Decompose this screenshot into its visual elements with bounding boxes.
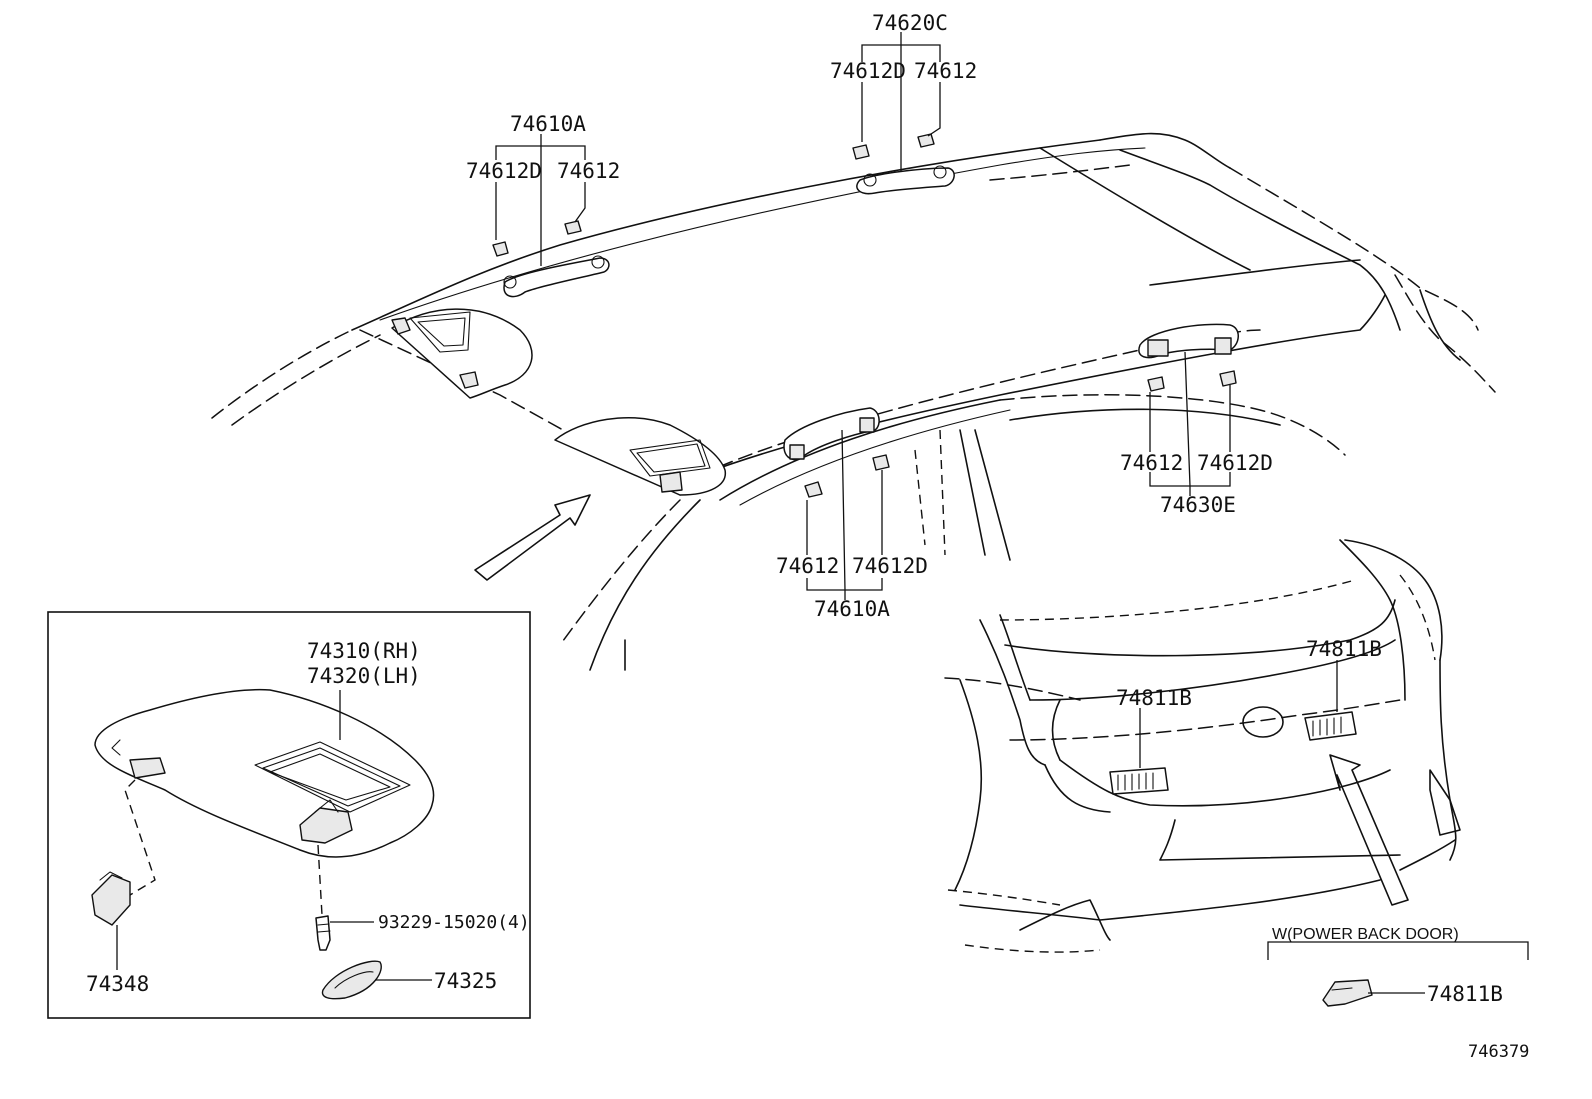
label-74630E: 74630E <box>1160 493 1236 517</box>
label-74612D-rear: 74612D <box>1197 451 1273 475</box>
sun-visor-left-small <box>391 308 533 399</box>
label-74612-rear: 74612 <box>1120 451 1183 475</box>
label-74612D-mid: 74612D <box>852 554 928 578</box>
label-74320: 74320(LH) <box>307 664 421 688</box>
assist-grip-rear-right <box>1138 323 1239 359</box>
label-74612D-top: 74612D <box>830 59 906 83</box>
label-74348: 74348 <box>86 972 149 996</box>
view-arrows <box>474 494 1409 906</box>
back-door-switches <box>1109 711 1357 795</box>
label-74811B-right: 74811B <box>1306 637 1382 661</box>
label-74610A-left: 74610A <box>510 112 586 136</box>
label-74612-mid: 74612 <box>776 554 839 578</box>
label-74610A-mid: 74610A <box>814 597 890 621</box>
label-74325: 74325 <box>434 969 497 993</box>
label-74811B-option: 74811B <box>1427 982 1503 1006</box>
label-74620C: 74620C <box>872 11 948 35</box>
label-74612-left: 74612 <box>557 159 620 183</box>
leader-lines <box>495 32 1338 768</box>
drawing-id: 746379 <box>1468 1042 1529 1062</box>
assist-grip-front-right <box>783 407 880 461</box>
label-74310: 74310(RH) <box>307 639 421 663</box>
label-power-back-door: W(POWER BACK DOOR) <box>1272 926 1459 943</box>
clips <box>492 133 1237 498</box>
label-93229: 93229-15020(4) <box>378 912 530 933</box>
power-back-door-option <box>1267 941 1529 1007</box>
assist-grip-front-left <box>503 255 610 298</box>
label-74612D-left: 74612D <box>466 159 542 183</box>
label-74612-top: 74612 <box>914 59 977 83</box>
roof-outline <box>211 132 1496 953</box>
sun-visor-right-small <box>554 417 726 496</box>
assist-grip-roof-center <box>856 165 955 195</box>
sun-visor-detail <box>91 688 435 1000</box>
detail-box <box>47 611 531 1019</box>
label-74811B-left: 74811B <box>1116 686 1192 710</box>
